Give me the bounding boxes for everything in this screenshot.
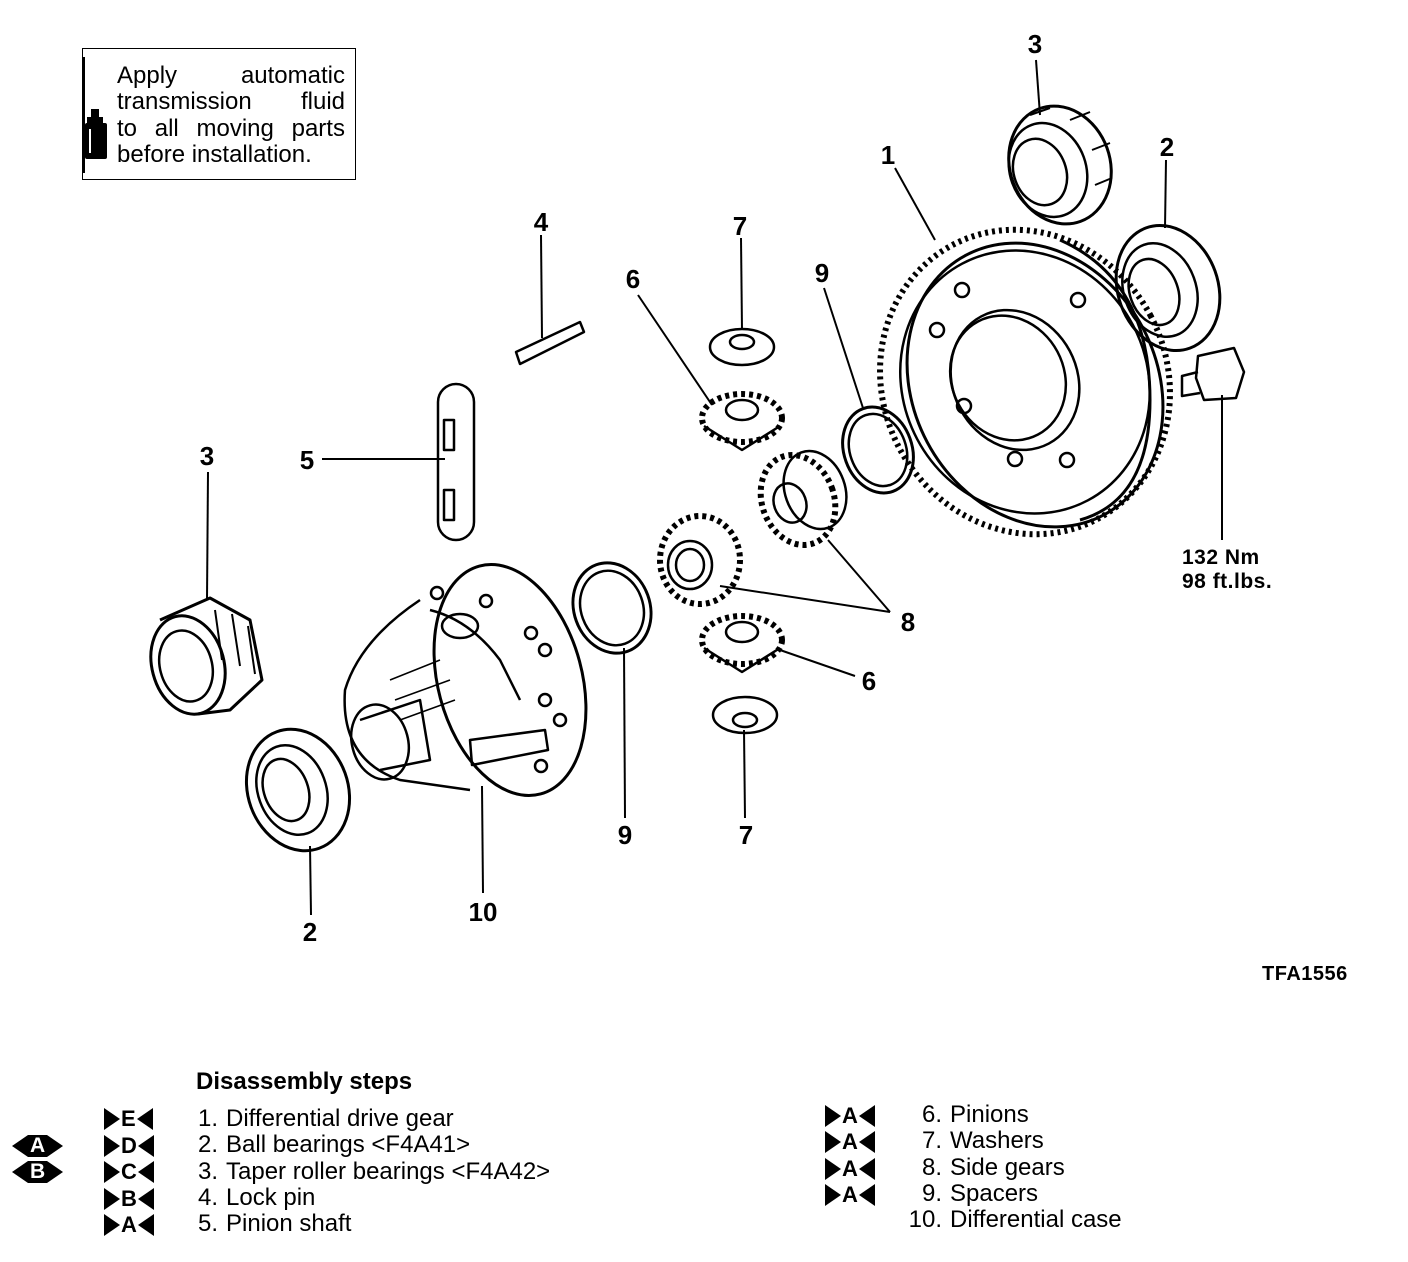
step-row-6: 6.Pinions [921, 1101, 1029, 1128]
step-row-7: 7.Washers [921, 1127, 1044, 1154]
note-line-4: before installation. [117, 141, 312, 168]
service-badge-a: A [104, 1212, 154, 1237]
pinion-shaft [436, 382, 476, 542]
assembly-badge-b: B [12, 1161, 64, 1183]
step-row-1: 1.Differential drive gear [197, 1105, 454, 1132]
note-line-1: Apply automatic [117, 62, 345, 89]
differential-case [343, 563, 588, 797]
ball-bearing-top [1114, 223, 1222, 353]
callout-3-top: 3 [1027, 29, 1043, 59]
service-badge-b: B [104, 1186, 154, 1211]
service-badge-a-7: A [825, 1129, 875, 1154]
service-badge-c: C [104, 1159, 154, 1184]
callout-9-top: 9 [814, 258, 830, 288]
spacer-bottom [571, 561, 653, 655]
taper-roller-bearing-top [1007, 104, 1113, 226]
callout-10: 10 [468, 897, 498, 927]
callout-8: 8 [900, 607, 916, 637]
pinion-bottom [699, 613, 785, 674]
pinion-top [699, 391, 785, 452]
callout-5: 5 [299, 445, 315, 475]
callout-2-top: 2 [1159, 132, 1175, 162]
callout-6-bottom: 6 [861, 666, 877, 696]
steps-title: Disassembly steps [196, 1068, 413, 1095]
step-row-9: 9.Spacers [921, 1180, 1039, 1207]
side-gear-upper [757, 449, 848, 548]
callout-2-left: 2 [302, 917, 318, 947]
torque-nm: 132 Nm [1182, 546, 1260, 569]
figure-id: TFA1556 [1262, 963, 1348, 985]
service-badge-d: D [104, 1133, 154, 1158]
callout-1: 1 [880, 140, 896, 170]
callout-3-left: 3 [199, 441, 215, 471]
gear-bolt [1180, 346, 1246, 402]
taper-roller-bearing-left [149, 596, 264, 716]
step-row-2: 2.Ball bearings <F4A41> [197, 1131, 471, 1158]
leader-lines [206, 59, 1223, 916]
service-badge-e: E [104, 1106, 153, 1131]
ball-bearing-left [244, 727, 352, 853]
callout-7-bottom: 7 [738, 820, 754, 850]
step-row-3: 3.Taper roller bearings <F4A42> [197, 1158, 551, 1185]
service-badge-a-9: A [825, 1182, 875, 1207]
step-row-4: 4.Lock pin [197, 1184, 316, 1211]
washer-bottom [711, 695, 779, 735]
note-line-3: to all moving parts [117, 115, 345, 142]
callout-6-top: 6 [625, 264, 641, 294]
callout-4: 4 [533, 207, 549, 237]
oil-bottle-icon [83, 49, 113, 181]
note-line-2: transmission fluid [117, 88, 345, 115]
lock-pin [514, 320, 586, 366]
spacer-top [841, 405, 915, 495]
step-row-5: 5.Pinion shaft [197, 1210, 352, 1237]
step-row-8: 8.Side gears [921, 1154, 1065, 1181]
service-badge-a-8: A [825, 1156, 875, 1181]
washer-top [708, 327, 776, 367]
callout-7-top: 7 [732, 211, 748, 241]
note-box: Apply automatic transmission fluid to al… [82, 48, 356, 180]
differential-drive-gear [877, 226, 1173, 538]
side-gear-lower [657, 513, 743, 607]
step-row-10: 10.Differential case [908, 1206, 1122, 1233]
torque-spec: 132 Nm 98 ft.lbs. [1182, 546, 1272, 594]
assembly-badge-a: A [12, 1135, 64, 1157]
torque-ftlbs: 98 ft.lbs. [1182, 570, 1273, 593]
callout-9-bottom: 9 [617, 820, 633, 850]
service-badge-a-6: A [825, 1103, 875, 1128]
